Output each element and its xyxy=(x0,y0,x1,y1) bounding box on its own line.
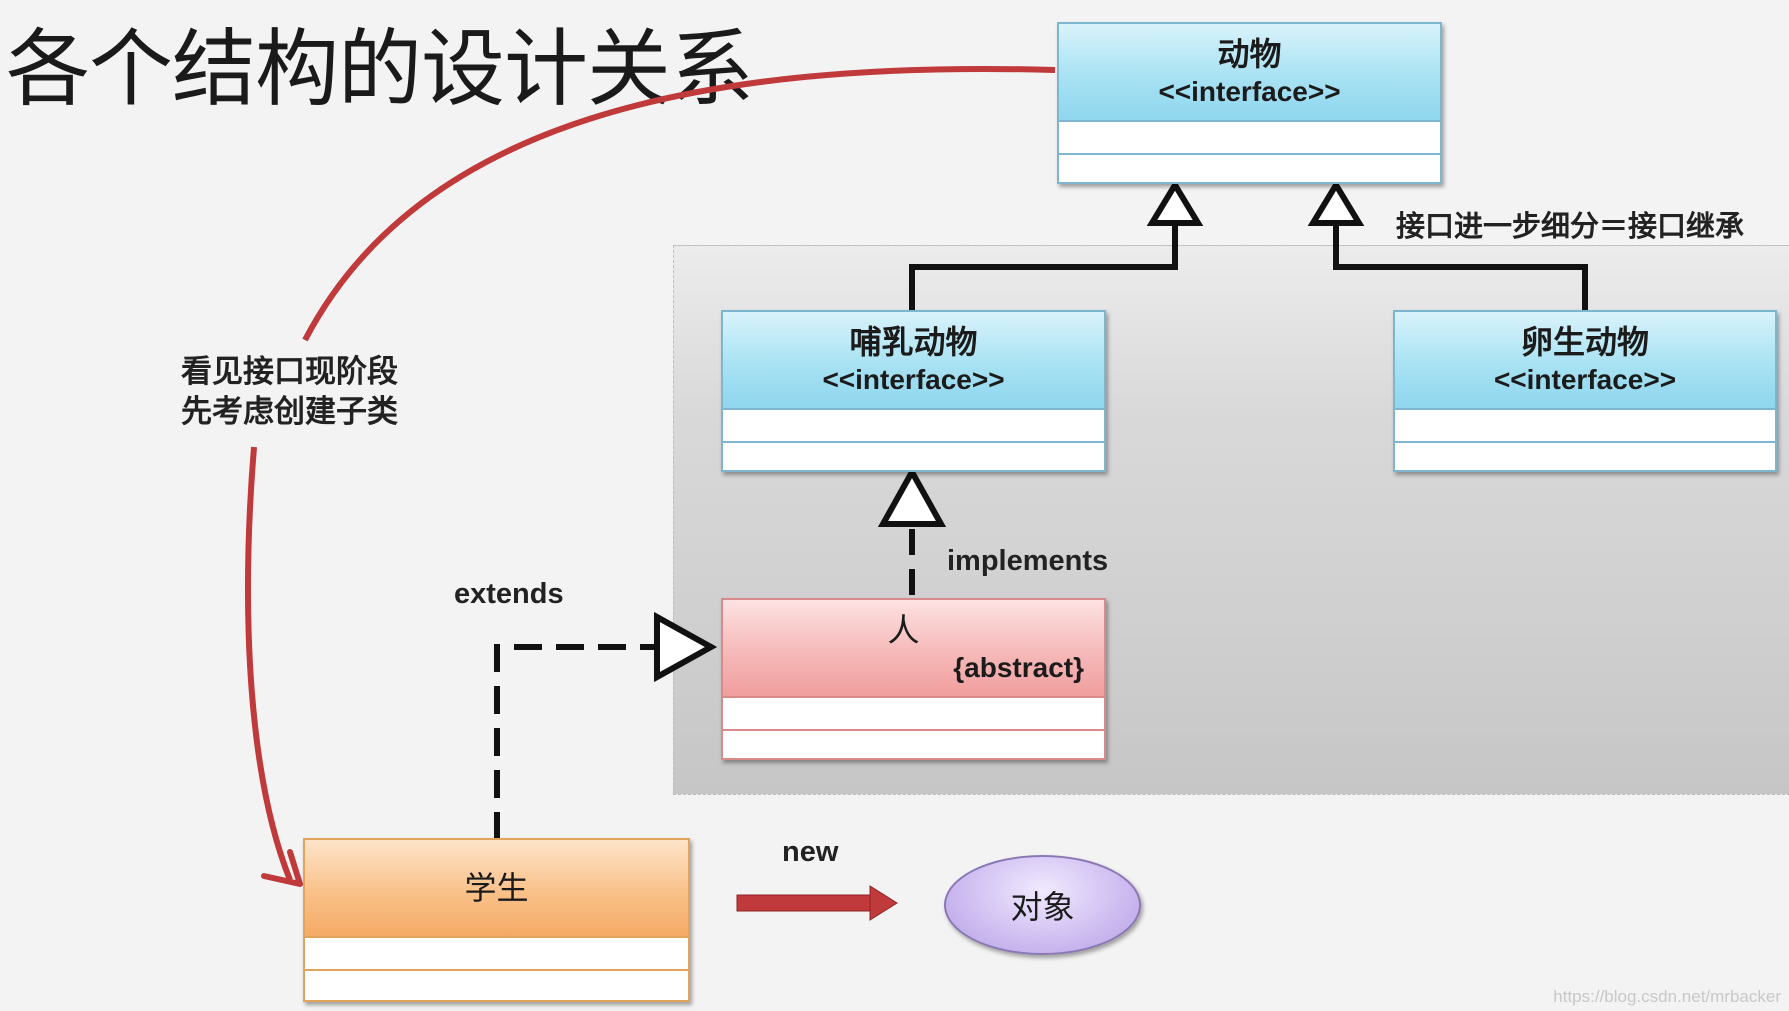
extends-line xyxy=(494,644,655,840)
oviparous-divider xyxy=(1395,441,1775,443)
mammal-divider xyxy=(723,441,1104,443)
extends-label: extends xyxy=(454,578,564,610)
object-ellipse: 对象 xyxy=(944,855,1141,955)
person-stereotype: {abstract} xyxy=(953,652,1084,683)
person-name: 人 xyxy=(887,611,920,649)
animal-stereotype: <<interface>> xyxy=(1158,76,1341,107)
person-divider xyxy=(723,729,1104,731)
oviparous-to-animal-arrowhead xyxy=(1307,179,1365,226)
watermark: https://blog.csdn.net/mrbacker xyxy=(1553,987,1781,1006)
mammal-to-animal-arrowhead xyxy=(1146,179,1204,226)
oviparous-to-animal-line xyxy=(1333,221,1588,310)
recommendation-curve-lower xyxy=(245,446,293,882)
animal-interface-box: 动物 <<interface>> xyxy=(1057,22,1442,184)
mammal-stereotype: <<interface>> xyxy=(822,364,1005,395)
animal-divider xyxy=(1059,153,1440,155)
mammal-name: 哺乳动物 xyxy=(849,323,978,361)
page-title: 各个结构的设计关系 xyxy=(6,20,754,118)
oviparous-name: 卵生动物 xyxy=(1520,323,1649,361)
student-name: 学生 xyxy=(464,869,529,907)
new-arrow-shaft xyxy=(736,894,878,912)
student-divider xyxy=(305,969,688,971)
student-class-box: 学生 xyxy=(303,838,690,1002)
mammal-interface-box: 哺乳动物 <<interface>> xyxy=(721,310,1106,472)
left-note-line2: 先考虑创建子类 xyxy=(181,394,398,430)
oviparous-stereotype: <<interface>> xyxy=(1493,364,1677,395)
interface-inheritance-note: 接口进一步细分＝接口继承 xyxy=(1396,209,1745,243)
implements-arrowhead xyxy=(877,465,947,527)
recommendation-arrowhead xyxy=(261,849,303,887)
extends-arrowhead xyxy=(654,611,718,683)
mammal-to-animal-line xyxy=(909,221,1178,310)
animal-name: 动物 xyxy=(1217,35,1282,73)
new-arrow-head xyxy=(869,885,898,921)
person-abstract-box: 人 {abstract} xyxy=(721,598,1106,760)
implements-label: implements xyxy=(947,545,1109,577)
new-label: new xyxy=(782,836,839,868)
oviparous-interface-box: 卵生动物 <<interface>> xyxy=(1393,310,1777,472)
left-note-line1: 看见接口现阶段 xyxy=(181,354,398,390)
recommendation-curve xyxy=(302,65,1056,342)
